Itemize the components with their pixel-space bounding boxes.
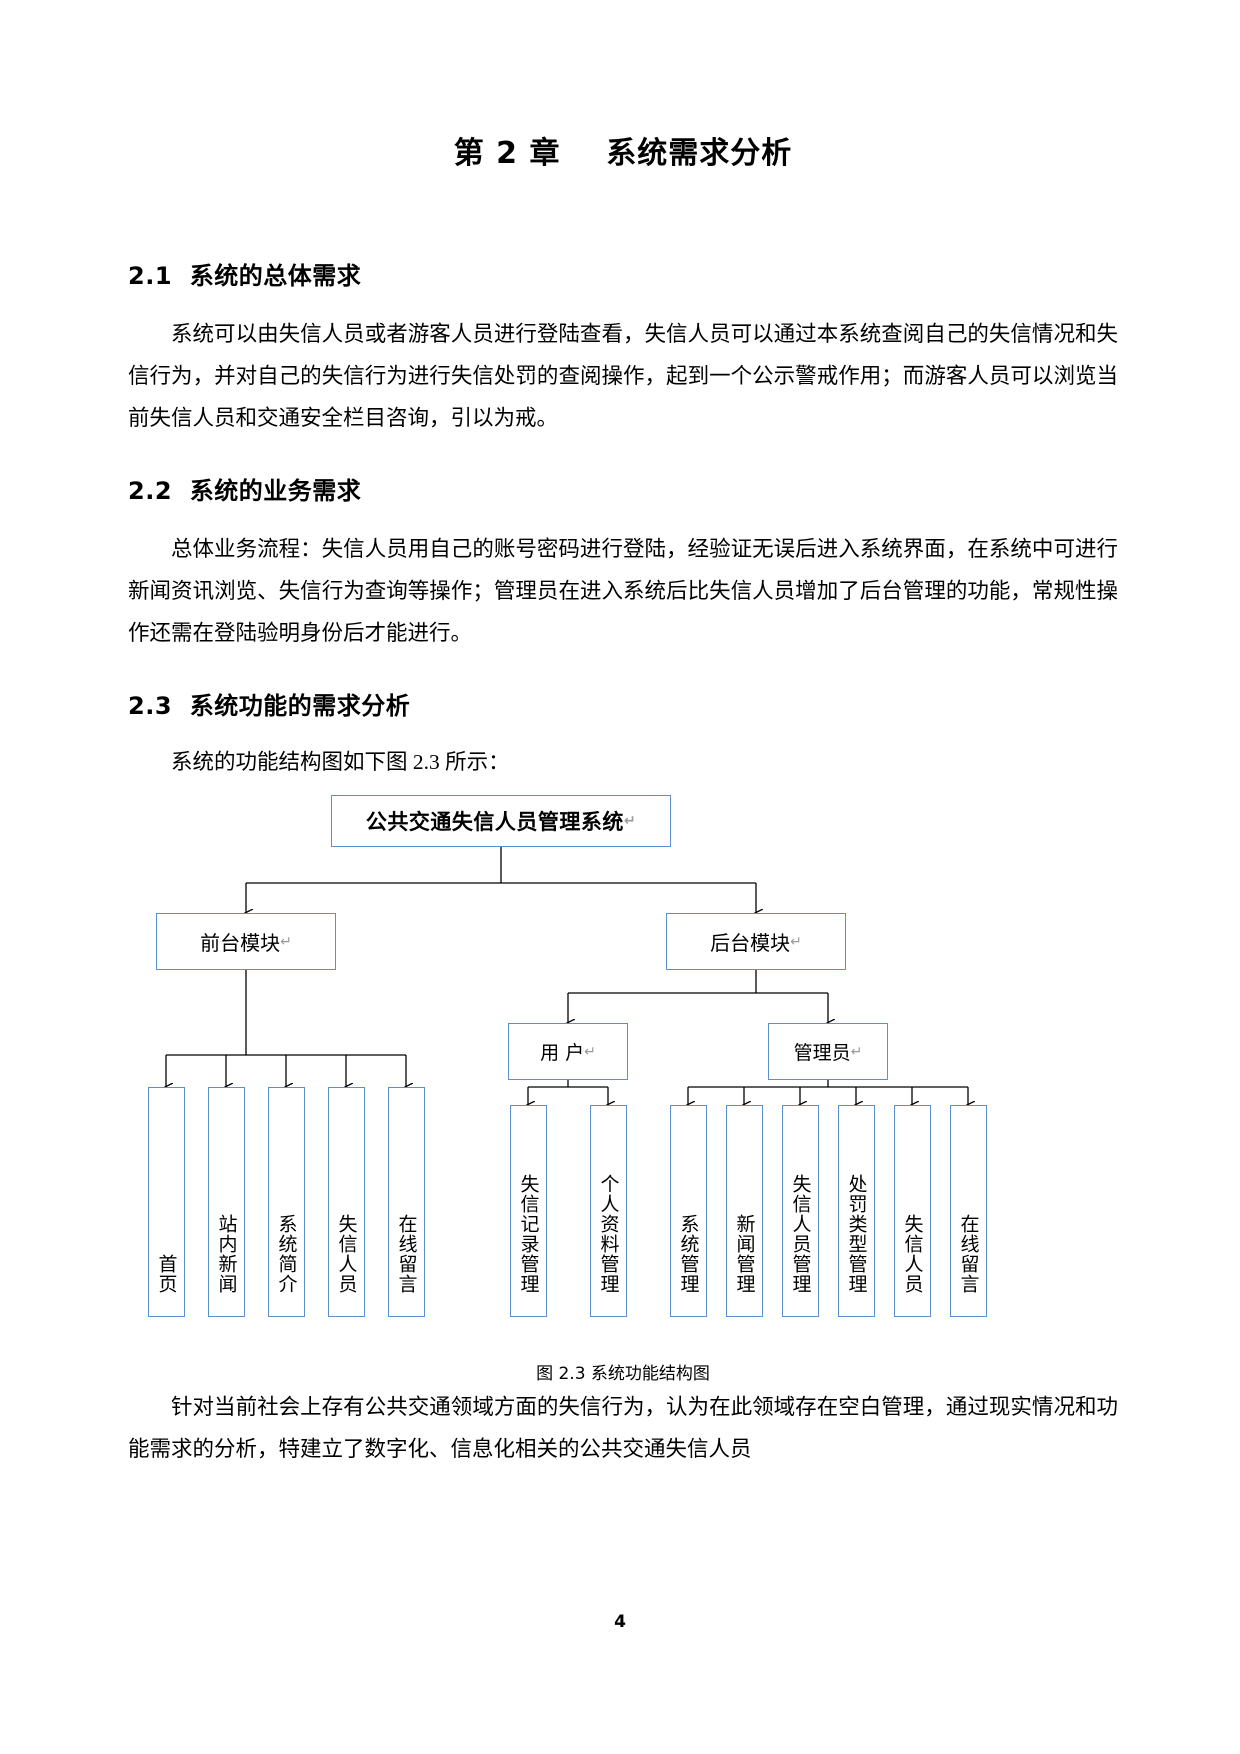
diagram-node-admin-group-label: 管理员 (793, 1042, 851, 1064)
diagram-leaf-admin-5: 在线留言 (950, 1105, 987, 1317)
diagram-node-user-group: 用 户↵ (508, 1023, 628, 1080)
page-number: 4 (614, 1612, 626, 1632)
diagram-leaf-admin-0-label: 系统管理 (677, 1214, 700, 1294)
figure-caption: 图 2.3 系统功能结构图 (536, 1364, 710, 1384)
section-heading-2-1: 2.1 系统的总体需求 (128, 262, 362, 290)
closing-paragraph: 针对当前社会上存有公共交通领域方面的失信行为，认为在此领域存在空白管理，通过现实… (128, 1395, 1118, 1461)
figure-2-3-diagram: 公共交通失信人员管理系统↵ 前台模块↵ 后台模块↵ 用 户↵ 管理员↵ 首页 站… (128, 787, 1118, 1357)
chapter-title: 第 2 章 系统需求分析 (453, 136, 793, 171)
diagram-node-frontend-module: 前台模块↵ (156, 913, 336, 970)
diagram-leaf-admin-4-label: 失信人员 (901, 1214, 924, 1294)
section-paragraph-2-3: 系统的功能结构图如下图 2.3 所示： (171, 750, 510, 774)
section-paragraph-2-1: 系统可以由失信人员或者游客人员进行登陆查看，失信人员可以通过本系统查阅自己的失信… (128, 322, 1118, 430)
diagram-node-root: 公共交通失信人员管理系统↵ (331, 795, 671, 847)
diagram-node-root-label: 公共交通失信人员管理系统 (365, 810, 624, 834)
diagram-leaf-frontend-2-label: 系统简介 (275, 1214, 298, 1294)
diagram-leaf-frontend-3: 失信人员 (328, 1087, 365, 1317)
diagram-node-frontend-module-label: 前台模块 (200, 931, 281, 955)
diagram-leaf-frontend-1-label: 站内新闻 (215, 1214, 238, 1294)
diagram-leaf-user-1-label: 个人资料管理 (597, 1174, 620, 1294)
diagram-node-backend-module-label: 后台模块 (710, 931, 791, 955)
pilcrow-icon: ↵ (280, 933, 292, 950)
diagram-leaf-admin-1: 新闻管理 (726, 1105, 763, 1317)
diagram-node-admin-group: 管理员↵ (768, 1023, 888, 1080)
diagram-leaf-admin-0: 系统管理 (670, 1105, 707, 1317)
section-paragraph-2-2: 总体业务流程：失信人员用自己的账号密码进行登陆，经验证无误后进入系统界面，在系统… (128, 537, 1118, 645)
section-heading-2-3: 2.3 系统功能的需求分析 (128, 692, 411, 720)
pilcrow-icon: ↵ (584, 1043, 596, 1060)
diagram-leaf-frontend-3-label: 失信人员 (335, 1214, 358, 1294)
diagram-leaf-admin-3: 处罚类型管理 (838, 1105, 875, 1317)
section-heading-2-2: 2.2 系统的业务需求 (128, 477, 362, 505)
diagram-leaf-user-0: 失信记录管理 (510, 1105, 547, 1317)
page-content: 第 2 章 系统需求分析 2.1 系统的总体需求 系统可以由失信人员或者游客人员… (128, 0, 1118, 1470)
diagram-leaf-admin-1-label: 新闻管理 (733, 1214, 756, 1294)
diagram-leaf-admin-2-label: 失信人员管理 (789, 1174, 812, 1294)
diagram-leaf-frontend-1: 站内新闻 (208, 1087, 245, 1317)
diagram-leaf-frontend-0: 首页 (148, 1087, 185, 1317)
diagram-leaf-frontend-4-label: 在线留言 (395, 1214, 418, 1294)
diagram-leaf-admin-3-label: 处罚类型管理 (845, 1174, 868, 1294)
pilcrow-icon: ↵ (850, 1043, 863, 1060)
diagram-node-backend-module: 后台模块↵ (666, 913, 846, 970)
diagram-leaf-frontend-2: 系统简介 (268, 1087, 305, 1317)
pilcrow-icon: ↵ (790, 933, 802, 950)
diagram-leaf-admin-2: 失信人员管理 (782, 1105, 819, 1317)
diagram-leaf-frontend-0-label: 首页 (155, 1254, 178, 1294)
diagram-leaf-user-1: 个人资料管理 (590, 1105, 627, 1317)
diagram-leaf-frontend-4: 在线留言 (388, 1087, 425, 1317)
pilcrow-icon: ↵ (623, 813, 637, 829)
diagram-node-user-group-label: 用 户 (540, 1042, 585, 1064)
diagram-leaf-admin-5-label: 在线留言 (957, 1214, 980, 1294)
diagram-leaf-admin-4: 失信人员 (894, 1105, 931, 1317)
diagram-leaf-user-0-label: 失信记录管理 (517, 1174, 540, 1294)
